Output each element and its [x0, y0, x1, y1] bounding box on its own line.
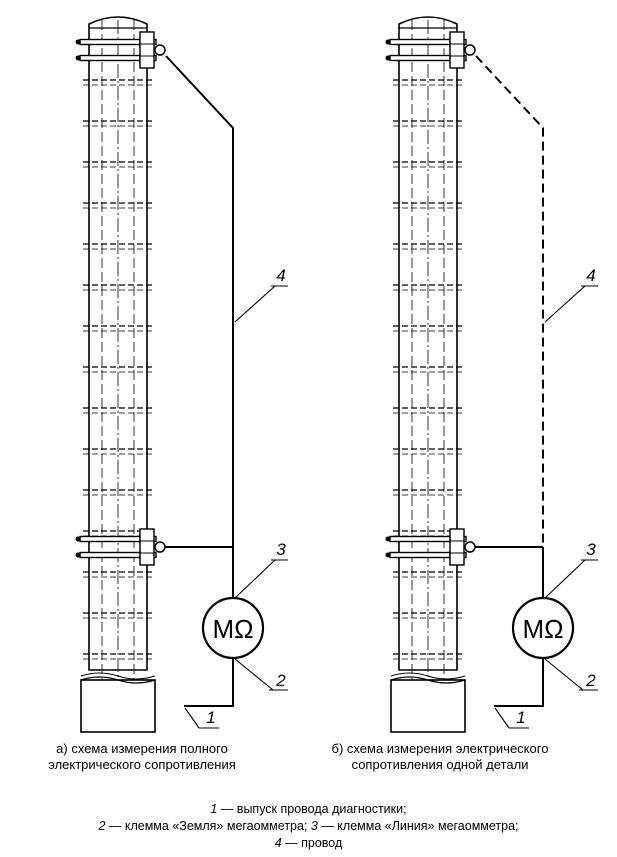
scheme-b-caption: б) схема измерения электрического сопрот…: [300, 741, 580, 773]
base-break-line: [390, 676, 466, 684]
leader-4: [544, 285, 586, 323]
scheme-b-caption-line1: б) схема измерения электрического: [331, 741, 549, 756]
bolt-head-left: [385, 55, 391, 61]
base-break-line: [80, 676, 156, 684]
column-base: [80, 679, 156, 733]
callout-4: 4: [586, 266, 595, 285]
leader-2: [544, 658, 584, 691]
clamp-bracket: [139, 528, 155, 566]
legend-text-1: — выпуск провода диагностики;: [217, 802, 407, 816]
bolt-head-left: [75, 39, 81, 45]
terminal-lug: [154, 541, 166, 553]
terminal-lug: [154, 44, 166, 56]
legend-text-4: — провод: [281, 836, 343, 850]
legend-num-1: 1: [210, 802, 218, 816]
scheme-b-drawing: MΩ 4 3 2 1: [385, 16, 598, 733]
leader-1: [184, 707, 200, 729]
bolt-head-left: [75, 536, 81, 542]
bolt-head-left: [385, 552, 391, 558]
callout-4: 4: [276, 266, 285, 285]
scheme-b-caption-line2: сопротивления одной детали: [351, 757, 529, 772]
wire-ground: [494, 658, 544, 707]
base-break-line: [390, 672, 466, 680]
base-break-line: [80, 672, 156, 680]
scheme-a-caption-line2: электрического сопротивления: [48, 757, 236, 772]
legend-line-1: 1 — выпуск провода диагностики;: [0, 801, 617, 818]
legend-line-3: 4 — провод: [0, 835, 617, 852]
callout-1: 1: [516, 708, 525, 727]
callout-2: 2: [275, 671, 286, 690]
legend-num-3: 3: [310, 819, 318, 833]
legend-text-3: — клемма «Линия» мегаомметра;: [317, 819, 519, 833]
legend-line-2: 2 — клемма «Земля» мегаомметра; 3 — клем…: [0, 818, 617, 835]
wire-ground: [184, 658, 234, 707]
leader-3: [234, 559, 276, 599]
wire-4: [165, 55, 234, 547]
callout-3: 3: [276, 540, 286, 559]
megohmmeter-symbol: MΩ: [212, 614, 253, 644]
bolt-head-left: [75, 55, 81, 61]
scheme-a-drawing: MΩ 4 3 2 1: [75, 16, 288, 733]
leader-4: [234, 285, 276, 323]
wire-4: [475, 55, 544, 547]
clamp-bracket: [449, 31, 465, 69]
clamp-bracket: [449, 528, 465, 566]
scheme-a-caption: а) схема измерения полного электрическог…: [12, 741, 272, 773]
terminal-lug: [464, 44, 476, 56]
bolt-head-left: [385, 39, 391, 45]
clamp-bracket: [139, 31, 155, 69]
legend-text-2: — клемма «Земля» мегаомметра;: [105, 819, 311, 833]
legend-num-4: 4: [274, 836, 282, 850]
leader-2: [234, 658, 274, 691]
bolt-head-left: [75, 552, 81, 558]
callout-3: 3: [586, 540, 596, 559]
megohmmeter-symbol: MΩ: [522, 614, 563, 644]
legend-num-2: 2: [98, 819, 106, 833]
legend: 1 — выпуск провода диагностики; 2 — клем…: [0, 801, 617, 852]
leader-3: [544, 559, 586, 599]
callout-2: 2: [585, 671, 596, 690]
scheme-a-caption-line1: а) схема измерения полного: [56, 741, 228, 756]
terminal-lug: [464, 541, 476, 553]
leader-1: [494, 707, 510, 729]
bolt-head-left: [385, 536, 391, 542]
callout-1: 1: [206, 708, 215, 727]
column-base: [390, 679, 466, 733]
